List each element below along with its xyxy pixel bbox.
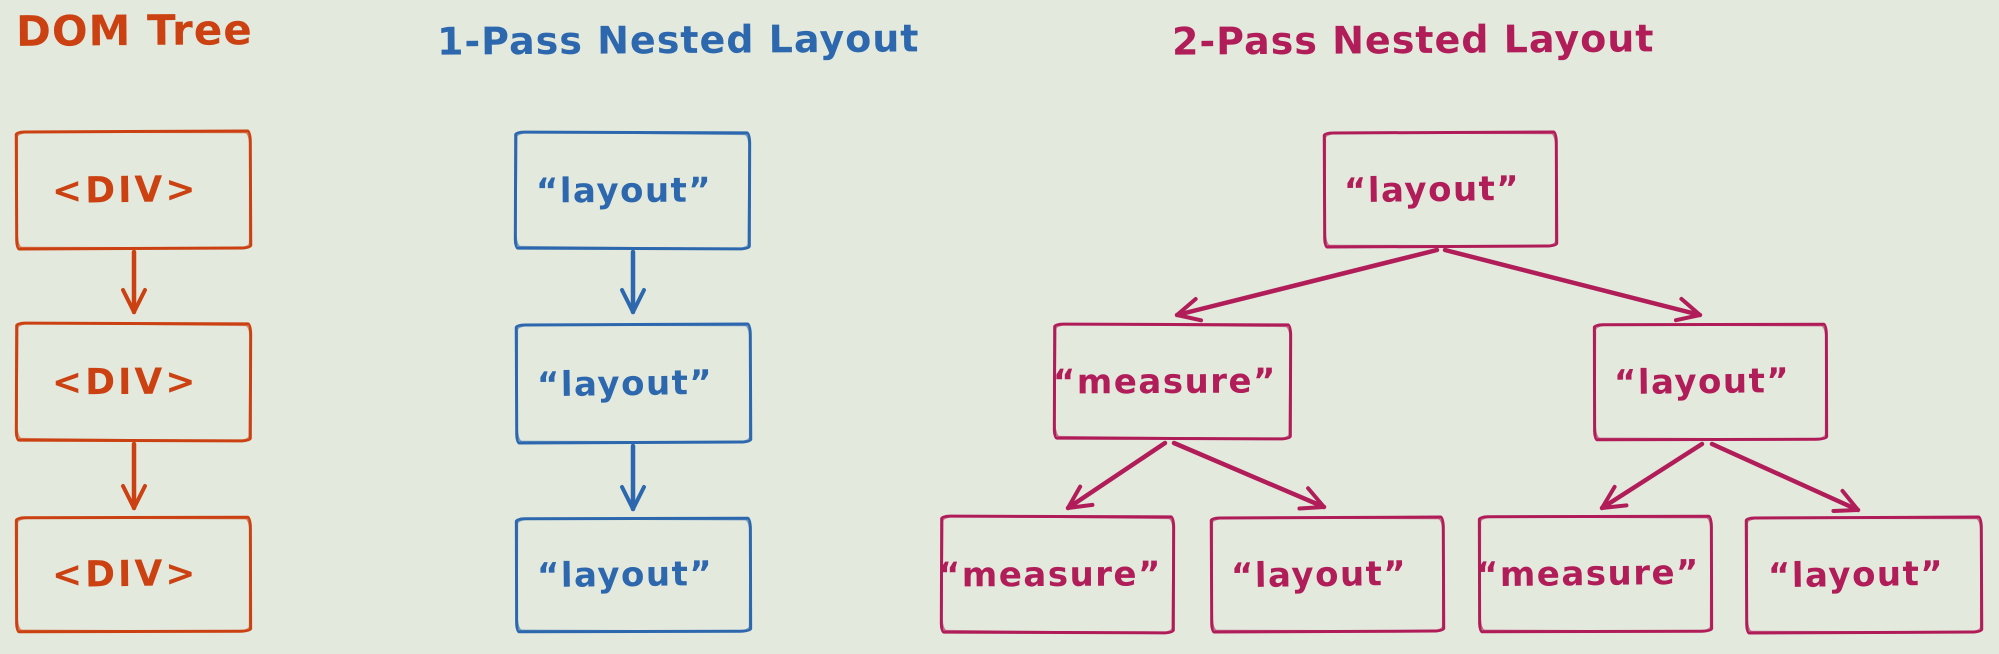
two-pass-leaf-1-label: “measure” (937, 553, 1162, 596)
two-pass-arrow-root-right (1442, 247, 1703, 323)
two-pass-root-node: “layout” (1322, 130, 1559, 249)
two-pass-leaf-2-label: “layout” (1231, 553, 1408, 596)
dom-tree-node-1: <DIV> (14, 129, 253, 251)
two-pass-child-layout-label: “layout” (1614, 361, 1791, 404)
two-pass-leaf-4: “layout” (1744, 515, 1984, 635)
two-pass-leaf-2: “layout” (1209, 515, 1446, 634)
two-pass-leaf-3: “measure” (1475, 514, 1714, 634)
one-pass-node-3-label: “layout” (537, 554, 714, 597)
two-pass-arrow-root-left (1174, 247, 1440, 323)
two-pass-arrow-measure-right (1171, 440, 1327, 511)
one-pass-node-2: “layout” (514, 322, 753, 445)
two-pass-child-measure-label: “measure” (1052, 360, 1277, 403)
two-pass-leaf-4-label: “layout” (1767, 553, 1945, 597)
dom-tree-node-1-label: <DIV> (52, 168, 199, 212)
one-pass-node-1-label: “layout” (536, 170, 713, 211)
dom-tree-node-3: <DIV> (14, 515, 253, 634)
dom-tree-node-2: <DIV> (14, 321, 253, 443)
dom-tree-title: DOM Tree (15, 5, 253, 56)
one-pass-node-2-label: “layout” (537, 362, 714, 405)
two-pass-root-label: “layout” (1344, 168, 1521, 211)
two-pass-arrow-layout-right (1709, 441, 1861, 513)
two-pass-leaf-1: “measure” (937, 514, 1176, 635)
two-pass-arrow-measure-left (1065, 440, 1168, 511)
one-pass-node-3: “layout” (514, 516, 753, 634)
two-pass-arrow-layout-left (1599, 441, 1705, 511)
dom-tree-node-3-label: <DIV> (52, 553, 199, 596)
one-pass-node-1: “layout” (513, 130, 752, 251)
two-pass-child-measure: “measure” (1052, 322, 1293, 441)
one-pass-title: 1-Pass Nested Layout (436, 16, 920, 64)
two-pass-child-layout: “layout” (1592, 322, 1829, 442)
two-pass-title: 2-Pass Nested Layout (1171, 16, 1655, 64)
two-pass-leaf-3-label: “measure” (1475, 552, 1700, 596)
dom-tree-node-2-label: <DIV> (52, 361, 199, 403)
